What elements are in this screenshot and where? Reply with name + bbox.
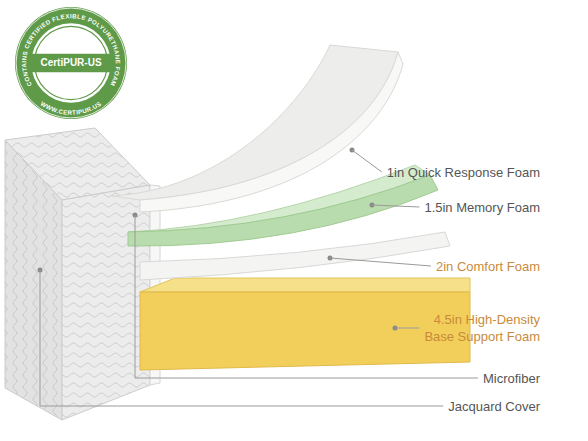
base-foam-front (140, 292, 470, 370)
base-foam-top (140, 278, 470, 292)
leader-line (372, 205, 419, 207)
certification-badge: CONTAINS CERTIFIED FLEXIBLE POLYURETHANE… (14, 6, 128, 120)
layer-label: Jacquard Cover (448, 398, 540, 415)
leader-line (330, 258, 431, 266)
cover-front (62, 185, 150, 420)
leader-line (40, 270, 443, 406)
layer-label: 2in Comfort Foam (436, 258, 540, 275)
leader-line (135, 215, 478, 378)
leader-line (352, 150, 382, 172)
layer-label: 1in Quick Response Foam (387, 164, 540, 181)
badge-name: CertiPUR-US (40, 57, 101, 69)
layer-label: 1.5in Memory Foam (424, 199, 540, 216)
badge-ring-text: WWW.CERTIPUR.US (39, 100, 102, 116)
badge-ring-text: CONTAINS CERTIFIED FLEXIBLE POLYURETHANE… (20, 12, 122, 87)
layer-label: 4.5in High-Density Base Support Foam (408, 311, 540, 345)
leader-line (395, 328, 419, 329)
quick-foam-edge (140, 52, 403, 212)
layer-label: Microfiber (483, 370, 540, 387)
